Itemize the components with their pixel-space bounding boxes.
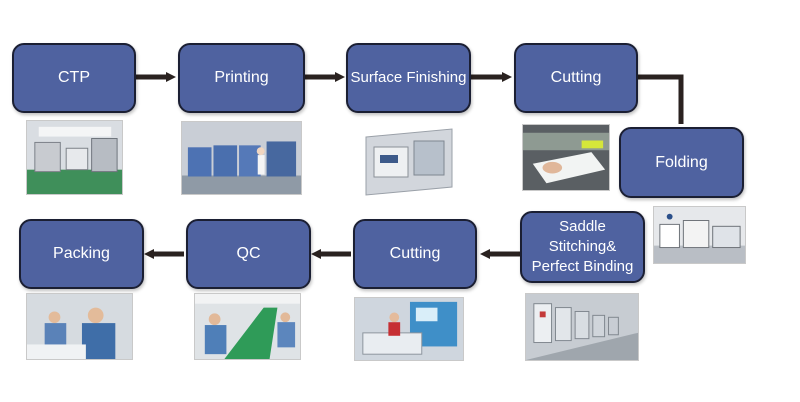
step-label: Surface Finishing (350, 69, 467, 86)
cutting-photo-2 (354, 297, 464, 361)
packing-photo (26, 293, 133, 360)
printing-photo (181, 121, 302, 195)
step-printing: Printing (178, 43, 305, 113)
step-label: Packing (53, 245, 110, 262)
step-ctp: CTP (12, 43, 136, 113)
step-label: QC (236, 245, 261, 262)
cutting-photo-1 (522, 124, 610, 191)
step-label: Printing (214, 69, 269, 86)
arrow-cutting-to-folding (638, 74, 684, 124)
step-cutting-2: Cutting (353, 219, 477, 289)
folding-photo (653, 206, 746, 264)
step-folding: Folding (619, 127, 744, 198)
step-qc: QC (186, 219, 311, 289)
step-label: Folding (655, 153, 708, 171)
step-label: CTP (58, 69, 90, 86)
step-label: Cutting (550, 69, 602, 86)
step-label: Saddle Stitching& Perfect Binding (531, 218, 634, 275)
surface-finishing-photo (360, 125, 456, 205)
ctp-photo (26, 120, 123, 195)
step-label: Cutting (389, 245, 441, 262)
binding-photo (525, 293, 639, 361)
qc-photo (194, 293, 301, 360)
step-packing: Packing (19, 219, 144, 289)
step-binding: Saddle Stitching& Perfect Binding (520, 211, 645, 283)
step-cutting-1: Cutting (514, 43, 638, 113)
step-surface-finishing: Surface Finishing (346, 43, 471, 113)
